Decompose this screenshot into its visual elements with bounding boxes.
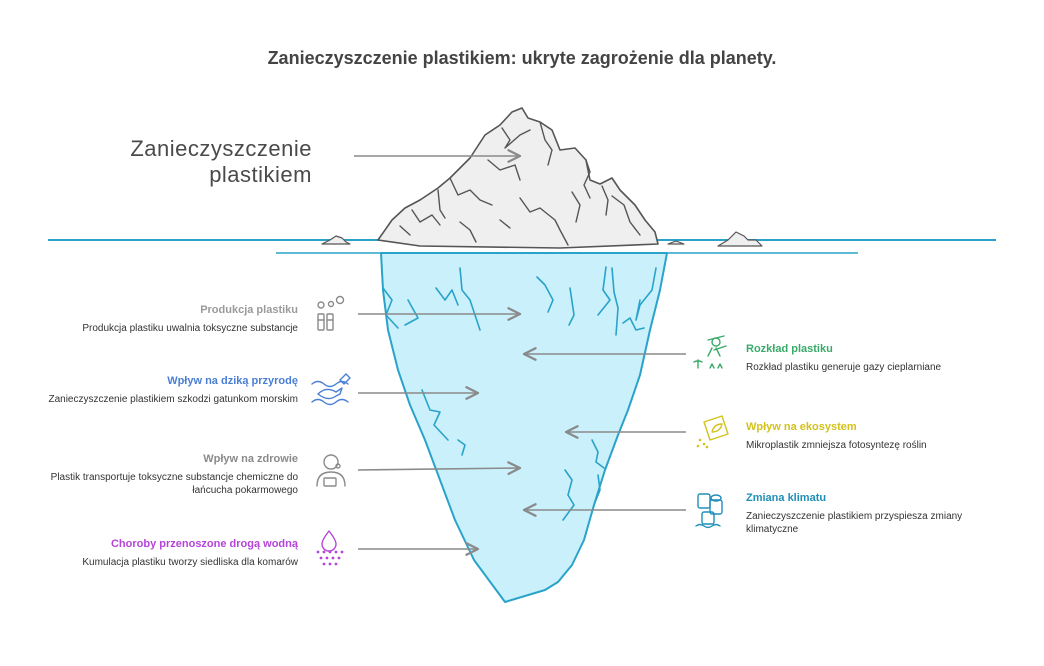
item-description: Zanieczyszczenie plastikiem szkodzi gatu… <box>48 394 298 405</box>
item-rozklad-plastiku: Rozkład plastiku Rozkład plastiku generu… <box>746 342 996 374</box>
arrow-zdrowie <box>357 461 522 476</box>
item-heading: Zmiana klimatu <box>746 492 827 504</box>
item-zmiana-klimatu: Zmiana klimatu Zanieczyszczenie plastiki… <box>746 491 996 536</box>
leaf-card-icon <box>696 415 729 449</box>
tip-label-line1: Zanieczyszczenie <box>130 136 312 161</box>
ice-floe-left <box>321 235 351 245</box>
ice-floe-right <box>667 231 763 247</box>
item-description: Plastik transportuje toksyczne substancj… <box>50 472 298 496</box>
item-heading: Wpływ na zdrowie <box>203 453 298 465</box>
item-description: Produkcja plastiku uwalnia toksyczne sub… <box>82 323 298 334</box>
item-heading: Rozkład plastiku <box>746 343 833 355</box>
item-description: Rozkład plastiku generuje gazy cieplarni… <box>746 362 942 373</box>
item-heading: Wpływ na dziką przyrodę <box>167 375 298 387</box>
underwater-iceberg <box>380 252 668 603</box>
item-heading: Produkcja plastiku <box>200 304 298 316</box>
item-description: Zanieczyszczenie plastikiem przyspiesza … <box>746 511 963 535</box>
gardener-icon <box>693 335 727 369</box>
water-drop-icon <box>316 530 344 566</box>
item-wplyw-na-zdrowie: Wpływ na zdrowie Plastik transportuje to… <box>40 452 298 497</box>
item-description: Mikroplastik zmniejsza fotosyntezę rośli… <box>746 440 927 451</box>
item-heading: Choroby przenoszone drogą wodną <box>110 538 298 550</box>
factory-icon <box>317 295 345 331</box>
iceberg-tip <box>377 107 659 249</box>
item-choroby-przenoszone: Choroby przenoszone drogą wodną Kumulacj… <box>40 537 298 569</box>
tip-label: Zanieczyszczenie plastikiem <box>100 136 312 188</box>
sea-creature-icon <box>311 373 351 406</box>
item-wplyw-na-ekosystem: Wpływ na ekosystem Mikroplastik zmniejsz… <box>746 420 996 452</box>
page-title: Zanieczyszczenie plastikiem: ukryte zagr… <box>267 48 777 68</box>
melting-ice-icon <box>695 493 723 529</box>
person-health-icon <box>316 454 346 487</box>
tip-label-line2: plastikiem <box>209 162 312 187</box>
item-wplyw-na-dzika-przyrode: Wpływ na dziką przyrodę Zanieczyszczenie… <box>40 374 298 406</box>
item-description: Kumulacja plastiku tworzy siedliska dla … <box>82 557 298 568</box>
item-heading: Wpływ na ekosystem <box>746 421 857 433</box>
item-produkcja-plastiku: Produkcja plastiku Produkcja plastiku uw… <box>40 303 298 335</box>
